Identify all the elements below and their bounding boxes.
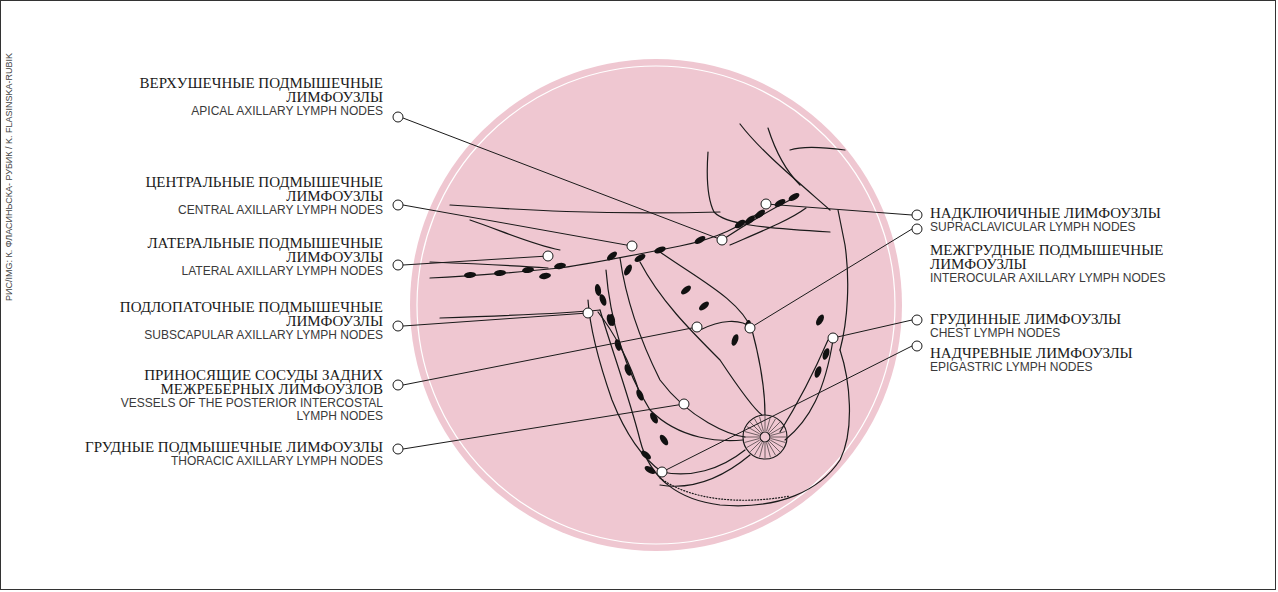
label-en: SUPRACLAVICULAR LYMPH NODES <box>930 221 1260 234</box>
label-ru: ГРУДНЫЕ ПОДМЫШЕЧНЫЕ ЛИМФОУЗЛЫ <box>83 440 383 454</box>
anatomy-lines <box>430 124 849 506</box>
label-en: VESSELS OF THE POSTERIOR INTERCOSTAL LYM… <box>83 397 383 423</box>
label-ru: НАДЧРЕВНЫЕ ЛИМФОУЗЛЫ <box>930 346 1260 360</box>
image-credit: РИС/IMG: К. ФЛАСИНЬСКА- РУБИК / K. FLASI… <box>4 53 14 301</box>
lymph-node-dots <box>464 191 831 475</box>
label-en: THORACIC AXILLARY LYMPH NODES <box>83 455 383 468</box>
disc-ring <box>417 66 895 544</box>
label-ru: ВЕРХУШЕЧНЫЕ ПОДМЫШЕЧНЫЕ ЛИМФОУЗЛЫ <box>83 76 383 104</box>
label-en: LATERAL AXILLARY LYMPH NODES <box>83 265 383 278</box>
label-en: APICAL AXILLARY LYMPH NODES <box>83 105 383 118</box>
label-ru: ПРИНОСЯЩИЕ СОСУДЫ ЗАДНИХ МЕЖРЕБЕРНЫХ ЛИМ… <box>83 368 383 396</box>
label-ru: ПОДЛОПАТОЧНЫЕ ПОДМЫШЕЧНЫЕ ЛИМФОУЗЛЫ <box>83 300 383 328</box>
label-ru: ГРУДИННЫЕ ЛИМФОУЗЛЫ <box>930 312 1260 326</box>
label-ru: ЦЕНТРАЛЬНЫЕ ПОДМЫШЕЧНЫЕ ЛИМФОУЗЛЫ <box>83 175 383 203</box>
pink-disc <box>410 59 902 551</box>
label-en: INTEROCULAR AXILLARY LYMPH NODES <box>930 272 1260 285</box>
nipple-rays <box>744 416 786 458</box>
label-en: CHEST LYMPH NODES <box>930 327 1260 340</box>
label-ru: НАДКЛЮЧИЧНЫЕ ЛИМФОУЗЛЫ <box>930 206 1260 220</box>
label-en: EPIGASTRIC LYMPH NODES <box>930 361 1260 374</box>
label-ru: МЕЖГРУДНЫЕ ПОДМЫШЕЧНЫЕ ЛИМФОУЗЛЫ <box>930 243 1260 271</box>
label-ru: ЛАТЕРАЛЬНЫЕ ПОДМЫШЕЧНЫЕ ЛИМФОУЗЛЫ <box>83 236 383 264</box>
label-en: CENTRAL AXILLARY LYMPH NODES <box>83 204 383 217</box>
label-en: SUBSCAPULAR AXILLARY LYMPH NODES <box>83 329 383 342</box>
